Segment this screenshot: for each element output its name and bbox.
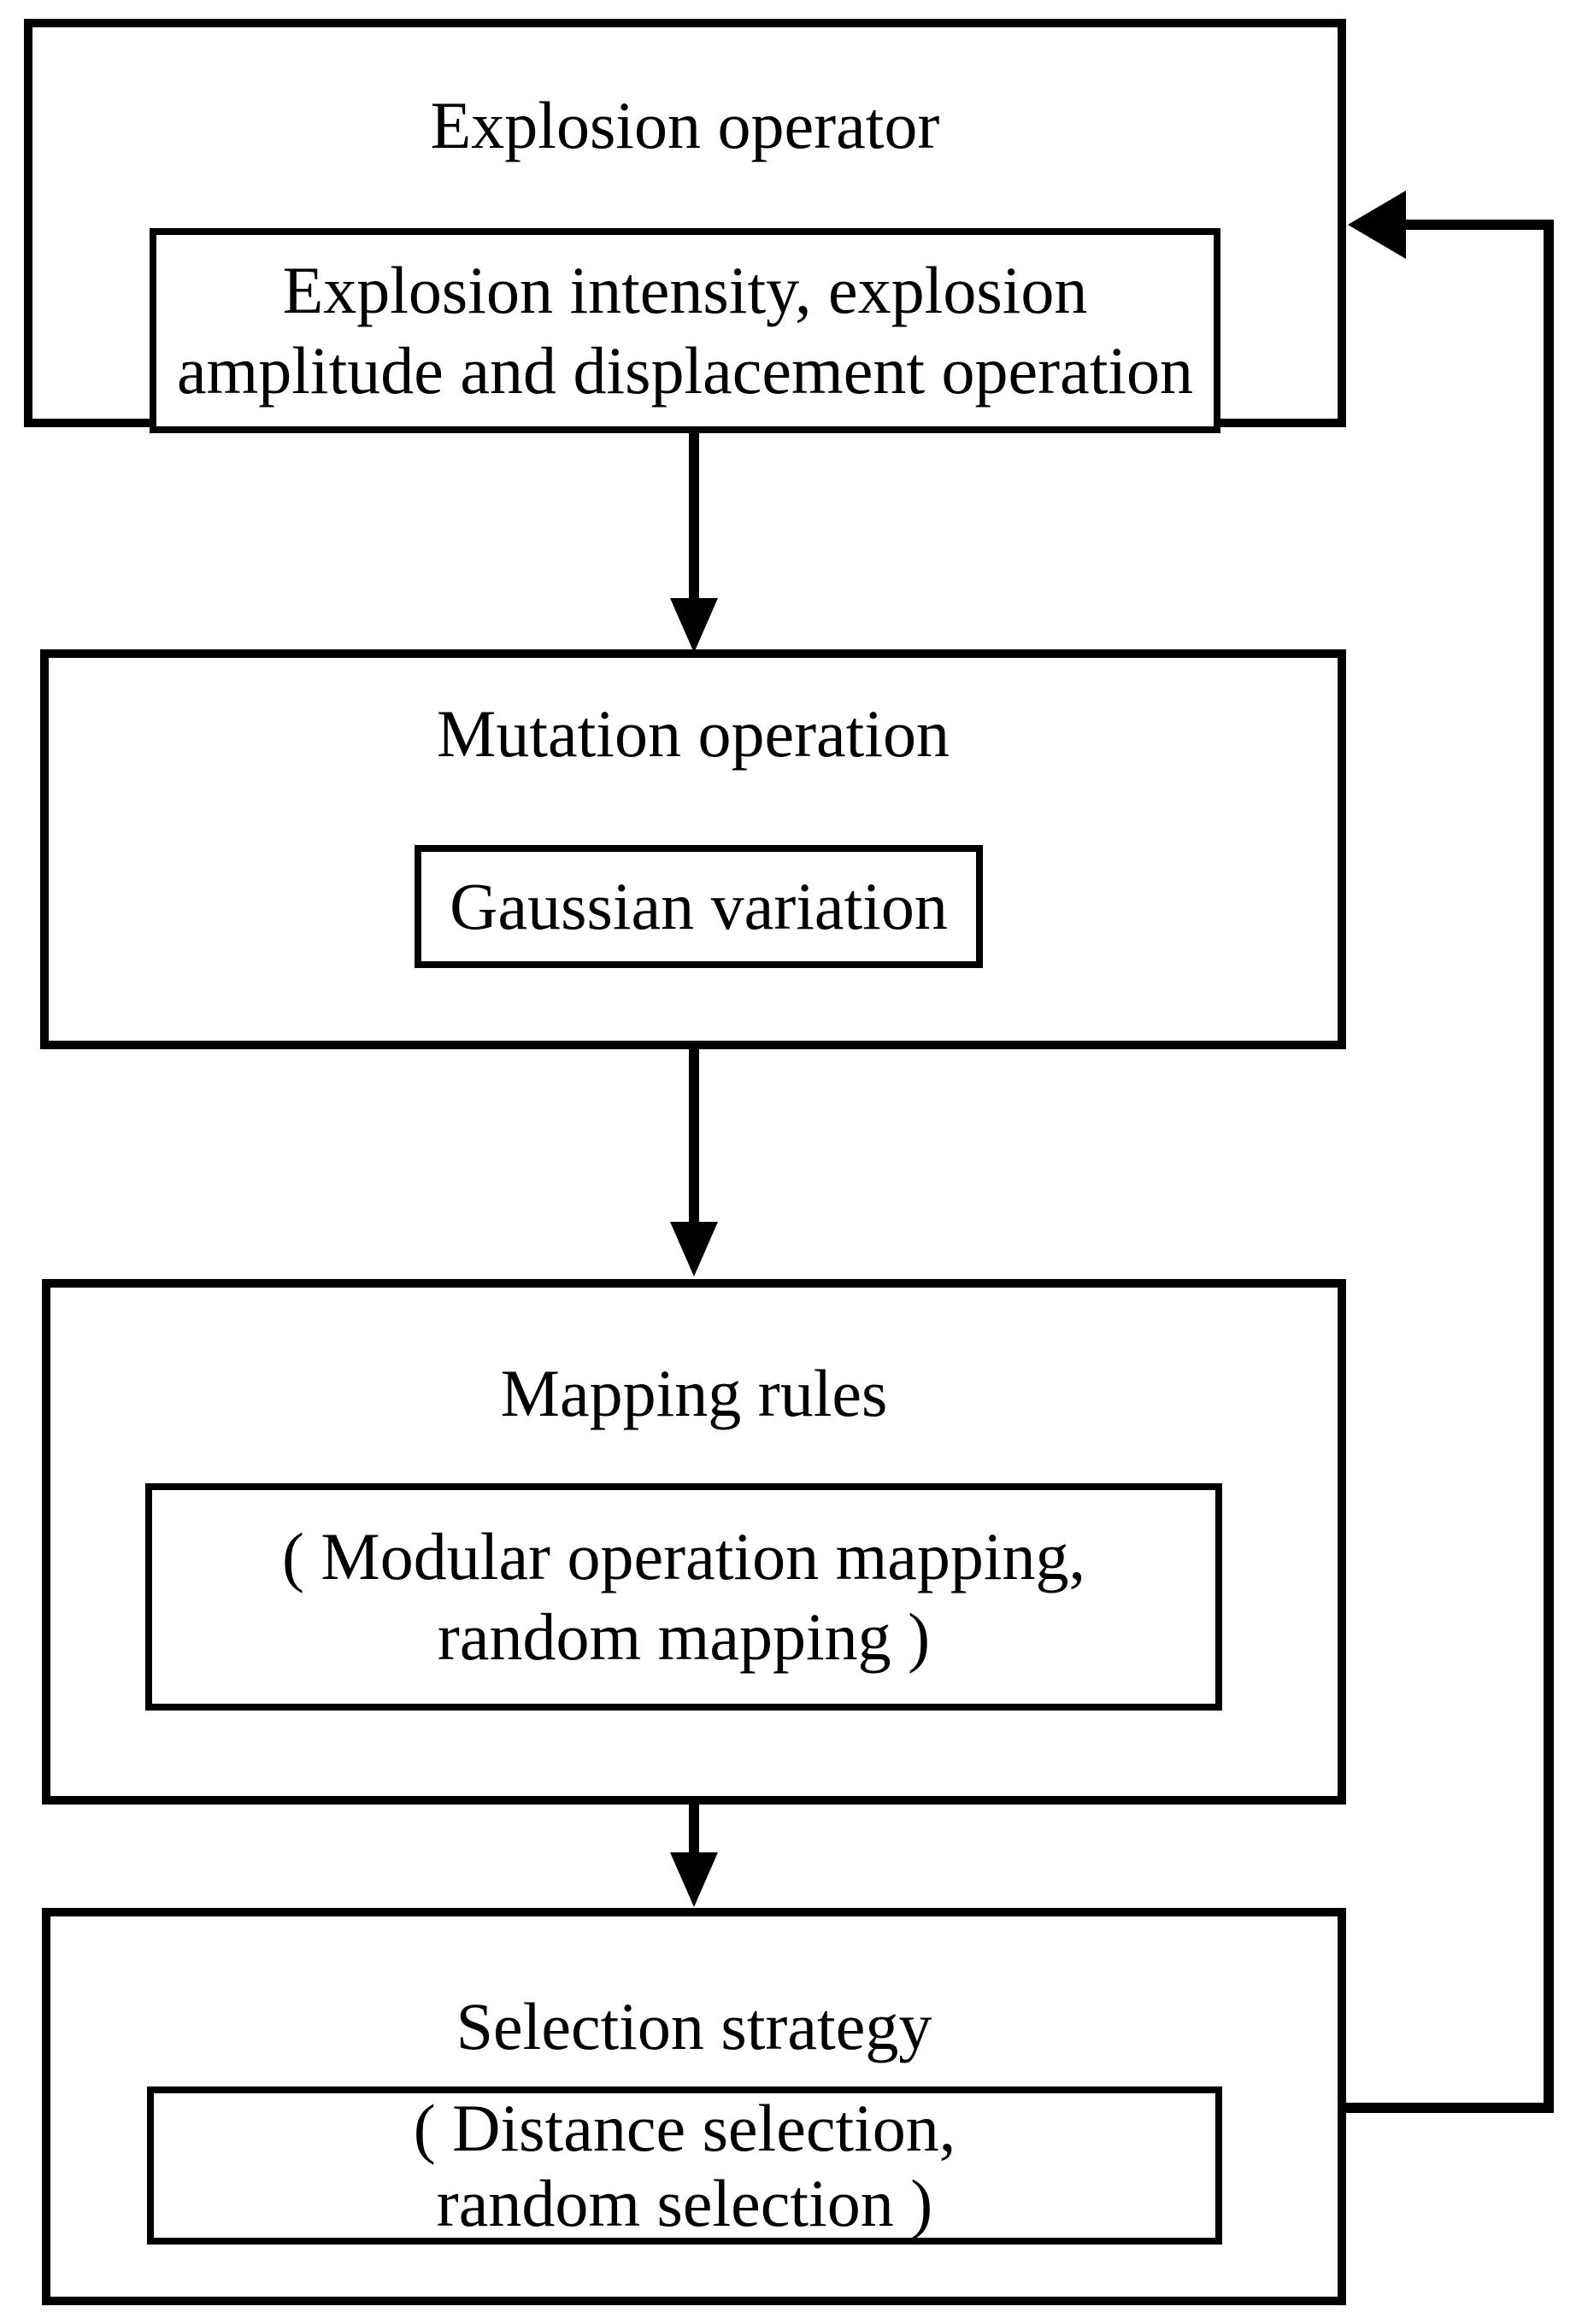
selection-detail-line2: random selection ) [436, 2165, 933, 2240]
gaussian-variation-line1: Gaussian variation [450, 869, 948, 943]
explosion-detail-line2: amplitude and displacement operation [176, 333, 1194, 408]
arrow-3-head-down [670, 1852, 718, 1907]
mapping-detail-line1: ( Modular operation mapping, [281, 1519, 1086, 1593]
arrow-1-shaft [689, 427, 699, 603]
mutation-operation-title: Mutation operation [436, 696, 950, 771]
arrow-1-head-down [670, 598, 718, 653]
explosion-operator-title: Explosion operator [430, 88, 940, 162]
explosion-detail-line1: Explosion intensity, explosion [282, 253, 1088, 327]
feedback-line-top [1406, 220, 1554, 230]
arrow-2-shaft [689, 1049, 699, 1225]
arrow-3-shaft [689, 1805, 699, 1856]
feedback-arrowhead-left [1348, 191, 1406, 259]
selection-detail-box: ( Distance selection, random selection ) [147, 2086, 1222, 2245]
feedback-line-bottom [1346, 2103, 1554, 2113]
selection-strategy-title: Selection strategy [456, 1989, 932, 2063]
mapping-rules-title: Mapping rules [500, 1356, 888, 1430]
arrow-2-head-down [670, 1222, 718, 1276]
feedback-line-right [1544, 220, 1554, 2113]
gaussian-variation-box: Gaussian variation [415, 845, 983, 968]
mapping-detail-box: ( Modular operation mapping, random mapp… [145, 1483, 1222, 1711]
selection-detail-line1: ( Distance selection, [413, 2090, 956, 2165]
explosion-detail-box: Explosion intensity, explosion amplitude… [150, 228, 1220, 433]
mapping-detail-line2: random mapping ) [437, 1599, 931, 1674]
